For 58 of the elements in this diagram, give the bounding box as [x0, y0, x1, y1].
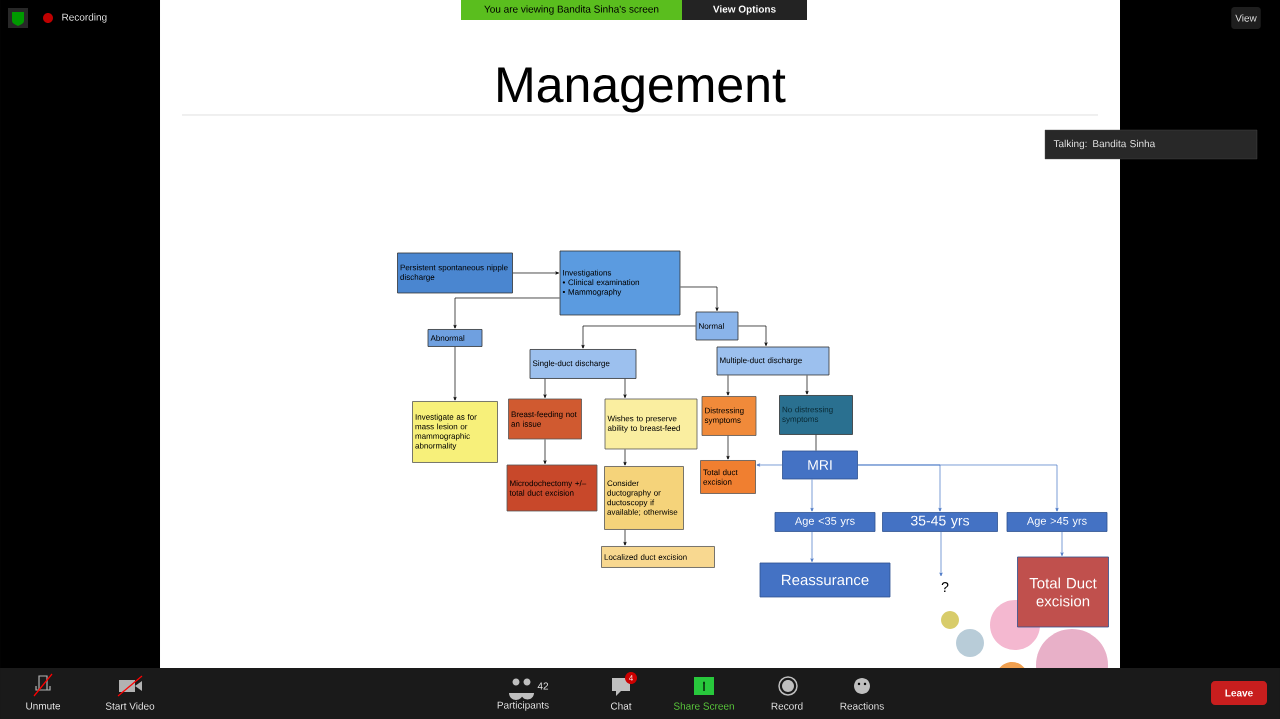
arrow	[738, 325, 768, 346]
arrow	[810, 479, 814, 512]
arrow	[543, 378, 547, 398]
flow-box: MRI	[782, 450, 858, 480]
arrow	[857, 464, 1059, 512]
banner: You are viewing Bandita Sinha's screen	[461, 0, 682, 20]
arrow	[726, 375, 730, 396]
toolbar-label: Record	[771, 702, 803, 710]
view-button: View	[1231, 7, 1261, 29]
arrow	[453, 297, 560, 329]
speaker-box: Talking: Bandita Sinha	[1044, 129, 1258, 160]
flow-box: Distressing symptoms	[701, 396, 757, 436]
arrow	[512, 271, 559, 275]
flow-box: Total duct excision	[700, 460, 756, 494]
arrow	[543, 439, 547, 464]
arrow	[1060, 531, 1064, 556]
arrow	[810, 531, 814, 562]
status-text: Recording	[62, 13, 107, 23]
flow-box: Persistent spontaneous nipple discharge	[397, 252, 513, 294]
arrow	[756, 463, 783, 467]
arrow	[680, 286, 719, 311]
flow-box: Total Duct excision	[1017, 556, 1109, 628]
arrow	[623, 378, 627, 398]
share-screen-label: Share Screen	[673, 702, 734, 710]
arrow	[805, 375, 809, 395]
toolbar-label: Reactions	[840, 702, 884, 710]
arrow	[939, 531, 943, 577]
flow-box: Investigations • Clinical examination • Mammography	[559, 250, 681, 316]
flow-box: Single-duct discharge	[529, 349, 637, 379]
menu-button: View Options	[682, 0, 807, 20]
flow-box: Age <35 yrs	[774, 512, 876, 532]
flow-box: Reassurance	[759, 562, 891, 598]
title: Management	[498, 67, 786, 113]
flow-box: Normal	[695, 311, 739, 341]
arrow	[623, 449, 627, 466]
flow-box: Abnormal	[427, 329, 483, 347]
participant-count: 42	[537, 682, 549, 690]
flow-box: 35-45 yrs	[882, 512, 998, 532]
arrow	[623, 529, 627, 546]
flow-box: Microdochectomy +/– total duct excision	[506, 464, 598, 512]
badge: 4	[625, 672, 637, 684]
question-mark: ?	[941, 582, 949, 592]
flow-box: Consider ductography or ductoscopy if available; otherwise	[604, 466, 684, 530]
flow-box: Multiple-duct discharge	[716, 346, 830, 376]
flow-box: No distressing symptoms	[779, 395, 853, 435]
flow-box: Investigate as for mass lesion or mammographic abnormality	[412, 401, 498, 463]
flow-box: Wishes to preserve ability to breast-feed	[604, 398, 698, 450]
flow-box: Breast-feeding not an issue	[508, 398, 582, 440]
toolbar-label: Unmute	[26, 702, 61, 710]
leave-button: Leave	[1211, 681, 1267, 705]
toolbar-label: Chat	[610, 702, 632, 710]
toolbar-label: Start Video	[105, 702, 155, 710]
arrow	[581, 325, 696, 349]
toolbar-label: Participants	[497, 701, 549, 711]
arrow	[453, 346, 457, 401]
flow-box: Localized duct excision	[601, 546, 715, 568]
flow-box: Age >45 yrs	[1006, 512, 1108, 532]
arrow	[726, 435, 730, 460]
